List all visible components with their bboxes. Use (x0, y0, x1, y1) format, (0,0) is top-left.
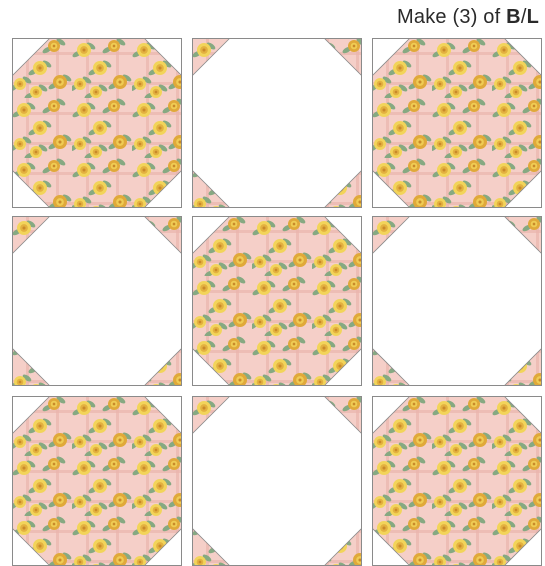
plain-octagon (192, 38, 362, 208)
floral-octagon (372, 396, 542, 566)
floral-octagon (12, 396, 182, 566)
quilt-block-plain-center (372, 216, 542, 386)
quilt-block-floral-center (372, 38, 542, 208)
floral-octagon (192, 216, 362, 386)
quilt-block-svg (192, 396, 362, 566)
quilt-block-floral-center (12, 396, 182, 566)
quilt-block-svg (12, 216, 182, 386)
quilt-block-plain-center (12, 216, 182, 386)
quilt-block-plain-center (192, 396, 362, 566)
quilt-block-svg (192, 38, 362, 208)
quilt-block-plain-center (192, 38, 362, 208)
plain-octagon (372, 216, 542, 386)
plain-octagon (12, 216, 182, 386)
quilt-block-floral-center (192, 216, 362, 386)
floral-octagon (372, 38, 542, 208)
quilt-block-svg (372, 396, 542, 566)
quilt-block-floral-center (372, 396, 542, 566)
quilt-block-floral-center (12, 38, 182, 208)
floral-octagon (12, 38, 182, 208)
quilt-block-svg (12, 396, 182, 566)
quilt-block-svg (192, 216, 362, 386)
plain-octagon (192, 396, 362, 566)
quilt-block-svg (372, 38, 542, 208)
quilt-block-svg (12, 38, 182, 208)
quilt-block-svg (372, 216, 542, 386)
